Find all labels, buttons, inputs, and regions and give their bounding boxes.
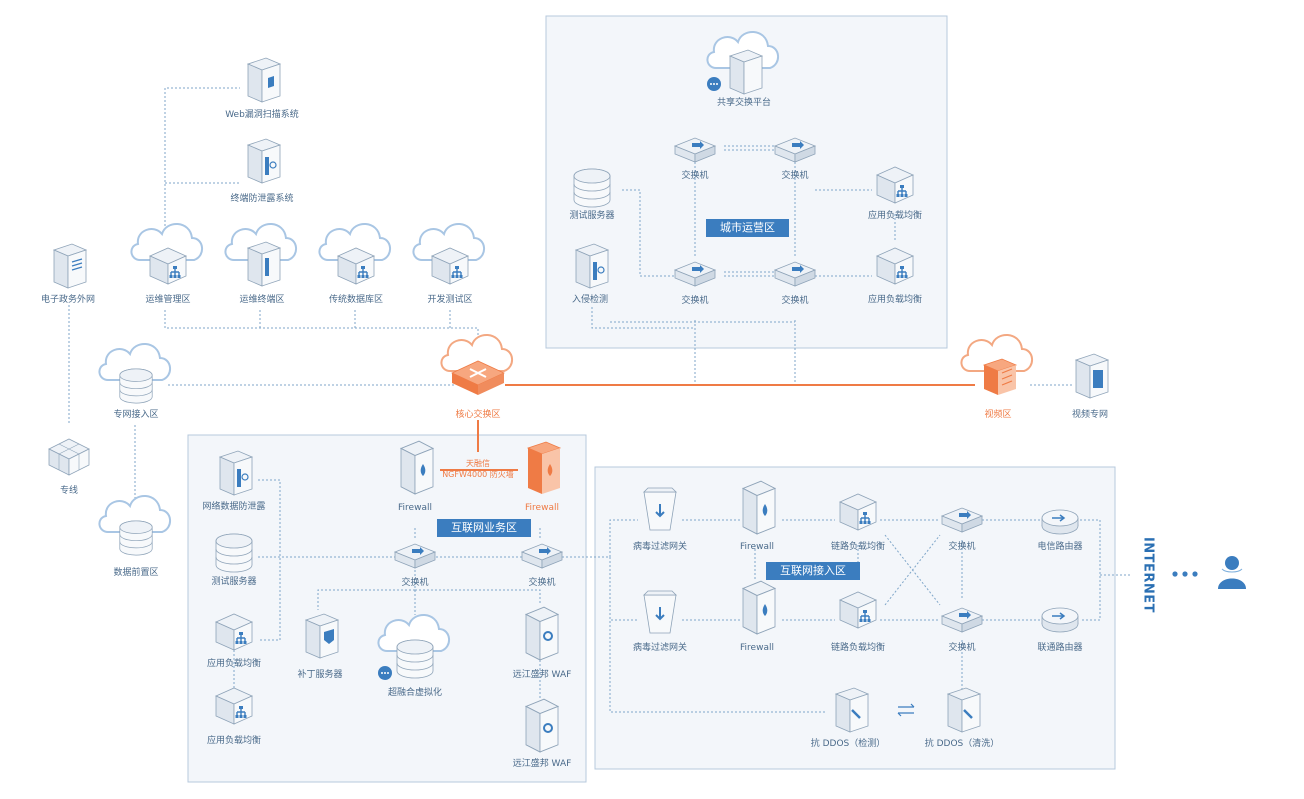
- av-gw1-icon: [643, 487, 677, 531]
- link-lb1-icon: [839, 493, 877, 531]
- endpoint-dlp-icon: [247, 138, 281, 184]
- label-core-switch: 核心交换区: [455, 410, 501, 420]
- av-gw2-icon: [643, 590, 677, 634]
- label-video-net: 视频专网: [1071, 410, 1109, 420]
- video-net-icon: [1075, 353, 1109, 399]
- waf2-icon: [525, 698, 559, 753]
- label-ddos-detect: 抗 DDOS（检测）: [810, 739, 886, 749]
- user-icon: [1218, 556, 1246, 589]
- private-access-icon: [98, 342, 172, 404]
- waf1-icon: [525, 606, 559, 661]
- label-city-intrusion: 入侵检测: [571, 295, 609, 305]
- label-waf1: 远江盛邦 WAF: [512, 670, 572, 680]
- label-fw2: Firewall: [525, 503, 559, 513]
- label-fw-vendor: 天融信 NGFW4000 防火墙: [442, 458, 514, 480]
- video-zone-icon: [960, 333, 1034, 395]
- city-lb1-icon: [876, 166, 914, 204]
- connection-lines: [68, 87, 1130, 713]
- label-data-front: 数据前置区: [113, 568, 159, 578]
- label-biz-lb1: 应用负载均衡: [206, 659, 262, 669]
- label-acc-sw2: 交换机: [948, 643, 976, 653]
- label-city-lb2: 应用负载均衡: [867, 295, 923, 305]
- label-biz-sw1: 交换机: [401, 578, 429, 588]
- label-biz-lb2: 应用负载均衡: [206, 736, 262, 746]
- label-link-lb1: 链路负载均衡: [830, 542, 886, 552]
- egov-icon: [53, 243, 87, 289]
- label-acc-fw2: Firewall: [740, 643, 774, 653]
- patch-server-icon: [305, 613, 339, 659]
- link-lb2-icon: [839, 591, 877, 629]
- label-biz-test-server: 测试服务器: [211, 577, 257, 587]
- biz-lb1-icon: [215, 613, 253, 651]
- fw2-icon: [526, 441, 562, 494]
- label-web-scan: Web漏洞扫描系统: [225, 110, 299, 120]
- label-video-zone: 视频区: [984, 410, 1012, 420]
- label-internet: INTERNET: [1140, 536, 1156, 614]
- label-av-gw2: 病毒过滤网关: [632, 643, 688, 653]
- ops-term-icon: [224, 222, 298, 287]
- label-city-sw3: 交换机: [681, 296, 709, 306]
- core-links: [440, 384, 975, 471]
- label-leased-line: 专线: [59, 486, 79, 496]
- fw-vendor-text: 天融信: [465, 459, 490, 468]
- label-share-platform: 共享交换平台: [716, 98, 772, 108]
- net-dlp-icon: [219, 450, 253, 496]
- leased-line-icon: [48, 438, 90, 476]
- unicom-router-icon: [1041, 607, 1079, 633]
- label-ddos-clean: 抗 DDOS（清洗）: [924, 739, 1000, 749]
- label-av-gw1: 病毒过滤网关: [632, 542, 688, 552]
- label-city-sw4: 交换机: [781, 296, 809, 306]
- label-city-lb1: 应用负载均衡: [867, 211, 923, 221]
- fw-model-text: NGFW4000 防火墙: [442, 470, 514, 479]
- label-patch-server: 补丁服务器: [297, 670, 343, 680]
- label-acc-fw1: Firewall: [740, 542, 774, 552]
- biz-lb2-icon: [215, 687, 253, 725]
- web-scan-icon: [247, 57, 281, 103]
- ddos-detect-icon: [835, 687, 869, 733]
- fw1-icon: [400, 440, 434, 495]
- label-link-lb2: 链路负载均衡: [830, 643, 886, 653]
- label-egov: 电子政务外网: [40, 295, 96, 305]
- dev-test-icon: [412, 222, 486, 285]
- label-fw1: Firewall: [398, 503, 432, 513]
- label-biz-sw2: 交换机: [528, 578, 556, 588]
- telecom-router-icon: [1041, 509, 1079, 535]
- label-net-dlp: 网络数据防泄露: [202, 502, 266, 512]
- label-city-sw2: 交换机: [781, 171, 809, 181]
- zone-biz: [187, 434, 587, 783]
- city-lb2-icon: [876, 247, 914, 285]
- ddos-clean-icon: [947, 687, 981, 733]
- sync-arrows-icon: [897, 703, 915, 717]
- label-waf2: 远江盛邦 WAF: [512, 759, 572, 769]
- biz-test-server-icon: [215, 533, 253, 573]
- data-front-icon: [98, 494, 172, 556]
- zone-title-access: 互联网接入区: [766, 562, 860, 580]
- zone-title-biz: 互联网业务区: [437, 519, 531, 537]
- label-trad-db: 传统数据库区: [328, 295, 384, 305]
- hci-icon: [377, 613, 451, 680]
- label-city-test-server: 测试服务器: [569, 211, 615, 221]
- label-dev-test: 开发测试区: [427, 295, 473, 305]
- label-endpoint-dlp: 终端防泄露系统: [230, 194, 294, 204]
- ellipsis-icon: [1172, 571, 1198, 577]
- share-platform-icon: [706, 30, 780, 95]
- ops-mgmt-icon: [130, 222, 204, 285]
- label-ops-mgmt: 运维管理区: [145, 295, 191, 305]
- acc-fw2-icon: [742, 580, 776, 635]
- city-intrusion-icon: [575, 243, 609, 289]
- city-test-server-icon: [573, 168, 611, 208]
- trad-db-icon: [318, 222, 392, 285]
- core-switch-icon: [440, 333, 514, 395]
- label-hci: 超融合虚拟化: [387, 688, 443, 698]
- label-city-sw1: 交换机: [681, 171, 709, 181]
- label-acc-sw1: 交换机: [948, 542, 976, 552]
- acc-fw1-icon: [742, 480, 776, 535]
- label-telecom-router: 电信路由器: [1037, 542, 1083, 552]
- label-unicom-router: 联通路由器: [1037, 643, 1083, 653]
- label-ops-term: 运维终端区: [239, 295, 285, 305]
- label-private-access: 专网接入区: [113, 410, 159, 420]
- zone-title-city: 城市运营区: [706, 219, 789, 237]
